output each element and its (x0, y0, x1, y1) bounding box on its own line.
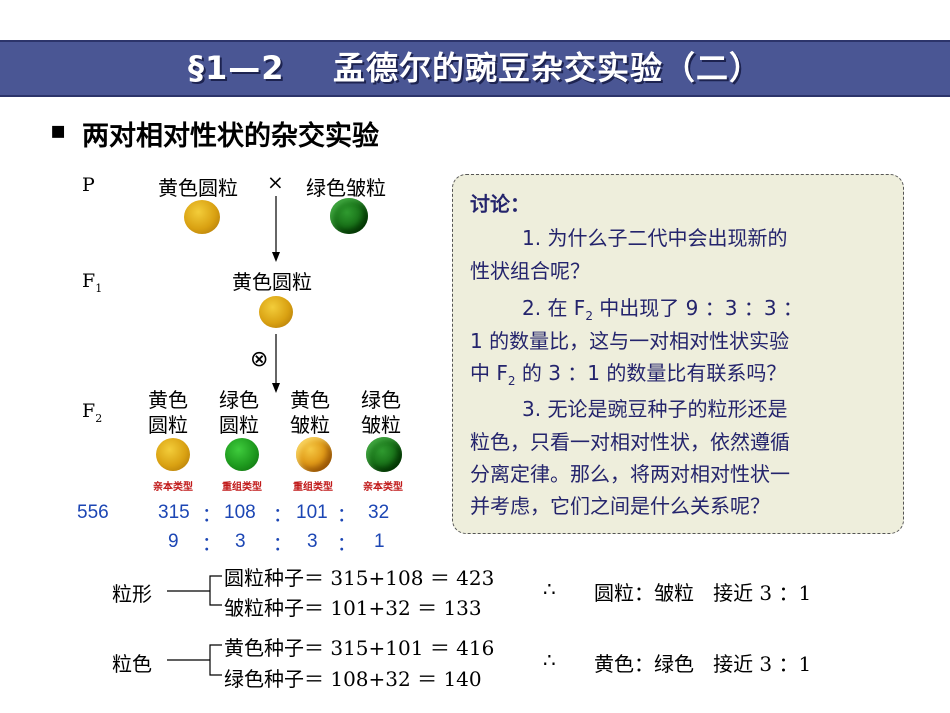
f2-class-yellow-wrinkled-line2: 皱粒 (290, 413, 330, 437)
round-seeds-equation: 圆粒种子＝ 315+108 ＝ 423 (224, 566, 495, 590)
therefore-icon: ∴ (543, 648, 556, 672)
ratio-colon: ： (273, 505, 293, 526)
f2-type-tag: 重组类型 (222, 482, 262, 493)
f1-yellow-round-pea-icon (259, 296, 293, 328)
f2-class-green-round-line2: 圆粒 (219, 413, 259, 437)
discussion-q1-line1: 1. 为什么子二代中会出现新的 (522, 226, 788, 250)
count-yellow-wrinkled: 101 (296, 502, 328, 523)
ratio-yellow-wrinkled: 3 (307, 531, 318, 552)
slide-title: §1—2 孟德尔的豌豆杂交实验（二） (187, 49, 763, 87)
ratio-colon: ： (202, 505, 222, 526)
f1-label: F1 (82, 270, 103, 295)
ratio-green-round: 3 (235, 531, 246, 552)
therefore-icon: ∴ (543, 577, 556, 601)
f2-class-yellow-round-line1: 黄色 (148, 388, 188, 412)
f2-class-green-wrinkled-line1: 绿色 (361, 388, 401, 412)
f2-class-green-round-line1: 绿色 (219, 388, 259, 412)
bullet-icon: ▪ (50, 116, 67, 144)
discussion-q2-line3: 中 F2 的 3 ：1 的数量比有联系吗？ (470, 361, 787, 388)
f2-label: F2 (82, 400, 103, 425)
f2-type-tag: 重组类型 (293, 482, 333, 493)
ratio-yellow-round: 9 (168, 531, 179, 552)
self-cross-icon: ⊗ (250, 347, 269, 372)
ratio-colon: ： (202, 534, 222, 555)
p-label: P (82, 174, 95, 196)
count-green-wrinkled: 32 (368, 502, 390, 523)
f2-class-green-wrinkled-line2: 皱粒 (361, 413, 401, 437)
ratio-green-wrinkled: 1 (374, 531, 385, 552)
discussion-q3-line3: 分离定律。那么，将两对相对性状一 (470, 462, 790, 486)
f1-phenotype-label: 黄色圆粒 (232, 270, 312, 294)
p-parent2-label: 绿色皱粒 (306, 176, 386, 200)
p-parent1-label: 黄色圆粒 (158, 176, 238, 200)
color-conclusion: 黄色：绿色 接近 3 ：1 (594, 652, 812, 676)
yellow-round-pea-icon (184, 200, 220, 234)
f2-type-tag: 亲本类型 (153, 482, 193, 493)
cross-sign: × (267, 170, 284, 194)
green-wrinkled-pea-icon (330, 198, 368, 234)
green-seeds-equation: 绿色种子＝ 108+32 ＝ 140 (224, 667, 482, 691)
discussion-q1-line2: 性状组合呢？ (470, 259, 590, 283)
yellow-seeds-equation: 黄色种子＝ 315+101 ＝ 416 (224, 636, 495, 660)
discussion-q3-line2: 粒色，只看一对相对性状，依然遵循 (470, 430, 790, 454)
discussion-q2-line1: 2. 在 F2 中出现了 9 ：3 ：3 ： (522, 296, 803, 323)
ratio-colon: ： (337, 534, 357, 555)
f2-yellow-round-pea-icon (156, 438, 190, 471)
discussion-box (452, 174, 904, 534)
discussion-heading: 讨论： (470, 192, 530, 216)
count-yellow-round: 315 (158, 502, 190, 523)
f2-class-yellow-round-line2: 圆粒 (148, 413, 188, 437)
color-label: 粒色 (112, 652, 152, 676)
f2-class-yellow-wrinkled-line1: 黄色 (290, 388, 330, 412)
ratio-colon: ： (273, 534, 293, 555)
f2-yellow-wrinkled-pea-icon (296, 437, 332, 472)
discussion-q2-line2: 1 的数量比，这与一对相对性状实验 (470, 329, 790, 353)
wrinkled-seeds-equation: 皱粒种子＝ 101+32 ＝ 133 (224, 596, 482, 620)
f2-green-round-pea-icon (225, 438, 259, 471)
f2-type-tag: 亲本类型 (363, 482, 403, 493)
title-bar (0, 40, 950, 97)
shape-label: 粒形 (112, 582, 152, 606)
shape-conclusion: 圆粒：皱粒 接近 3 ：1 (594, 581, 812, 605)
discussion-q3-line4: 并考虑，它们之间是什么关系呢？ (470, 494, 770, 518)
f2-green-wrinkled-pea-icon (366, 437, 402, 472)
section-subtitle: 两对相对性状的杂交实验 (82, 121, 379, 152)
discussion-q3-line1: 3. 无论是豌豆种子的粒形还是 (522, 397, 788, 421)
count-green-round: 108 (224, 502, 256, 523)
total-count: 556 (77, 502, 109, 523)
ratio-colon: ： (337, 505, 357, 526)
